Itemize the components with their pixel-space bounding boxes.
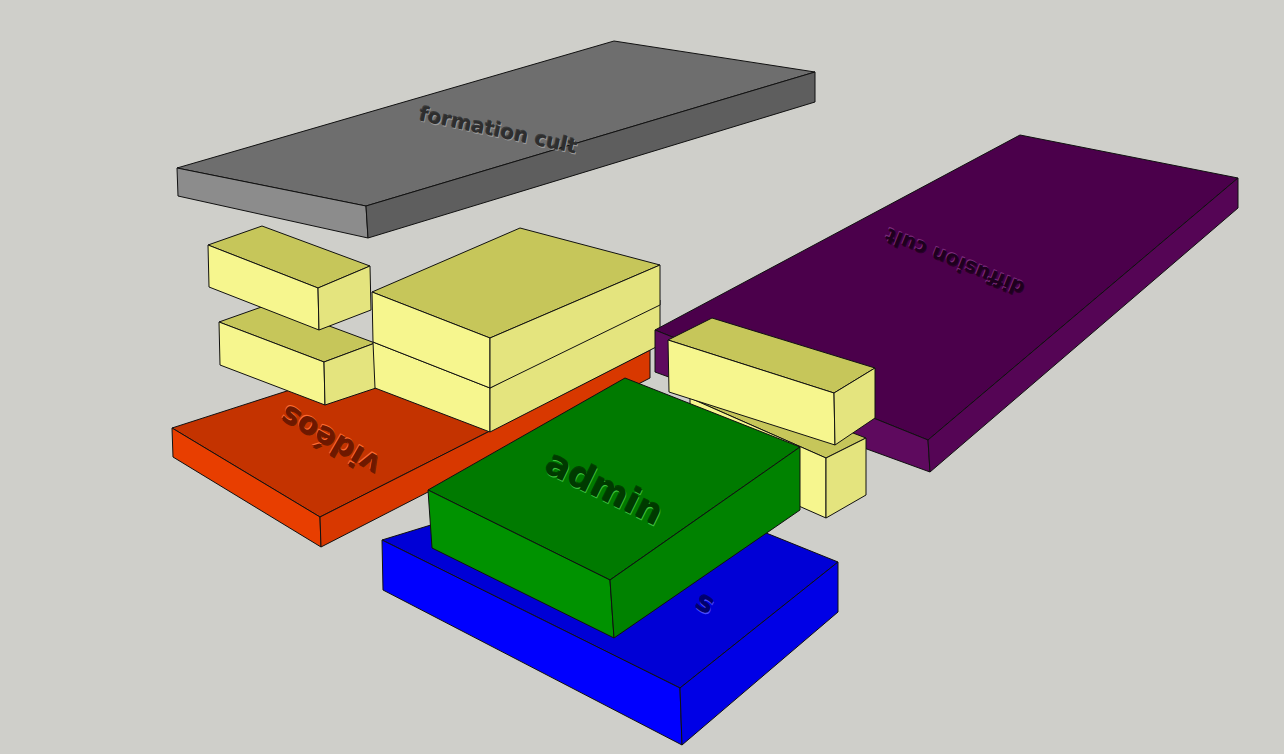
block-side [834, 368, 875, 445]
block-side [610, 447, 800, 638]
slab-front [177, 168, 368, 238]
block-front [208, 245, 319, 330]
slab-side [366, 72, 815, 238]
grey-slab [177, 41, 815, 238]
block-front [372, 292, 490, 388]
block-side [324, 343, 376, 405]
block-side [318, 266, 371, 330]
slab-side [680, 562, 838, 745]
block-side [826, 438, 866, 518]
block-side [490, 265, 660, 388]
slab-side [928, 178, 1238, 472]
yellow-block [372, 228, 660, 388]
block-front [428, 490, 614, 638]
yellow-block [208, 226, 371, 330]
green-block [428, 378, 800, 638]
block-front [219, 322, 325, 405]
slab-front [172, 428, 321, 547]
